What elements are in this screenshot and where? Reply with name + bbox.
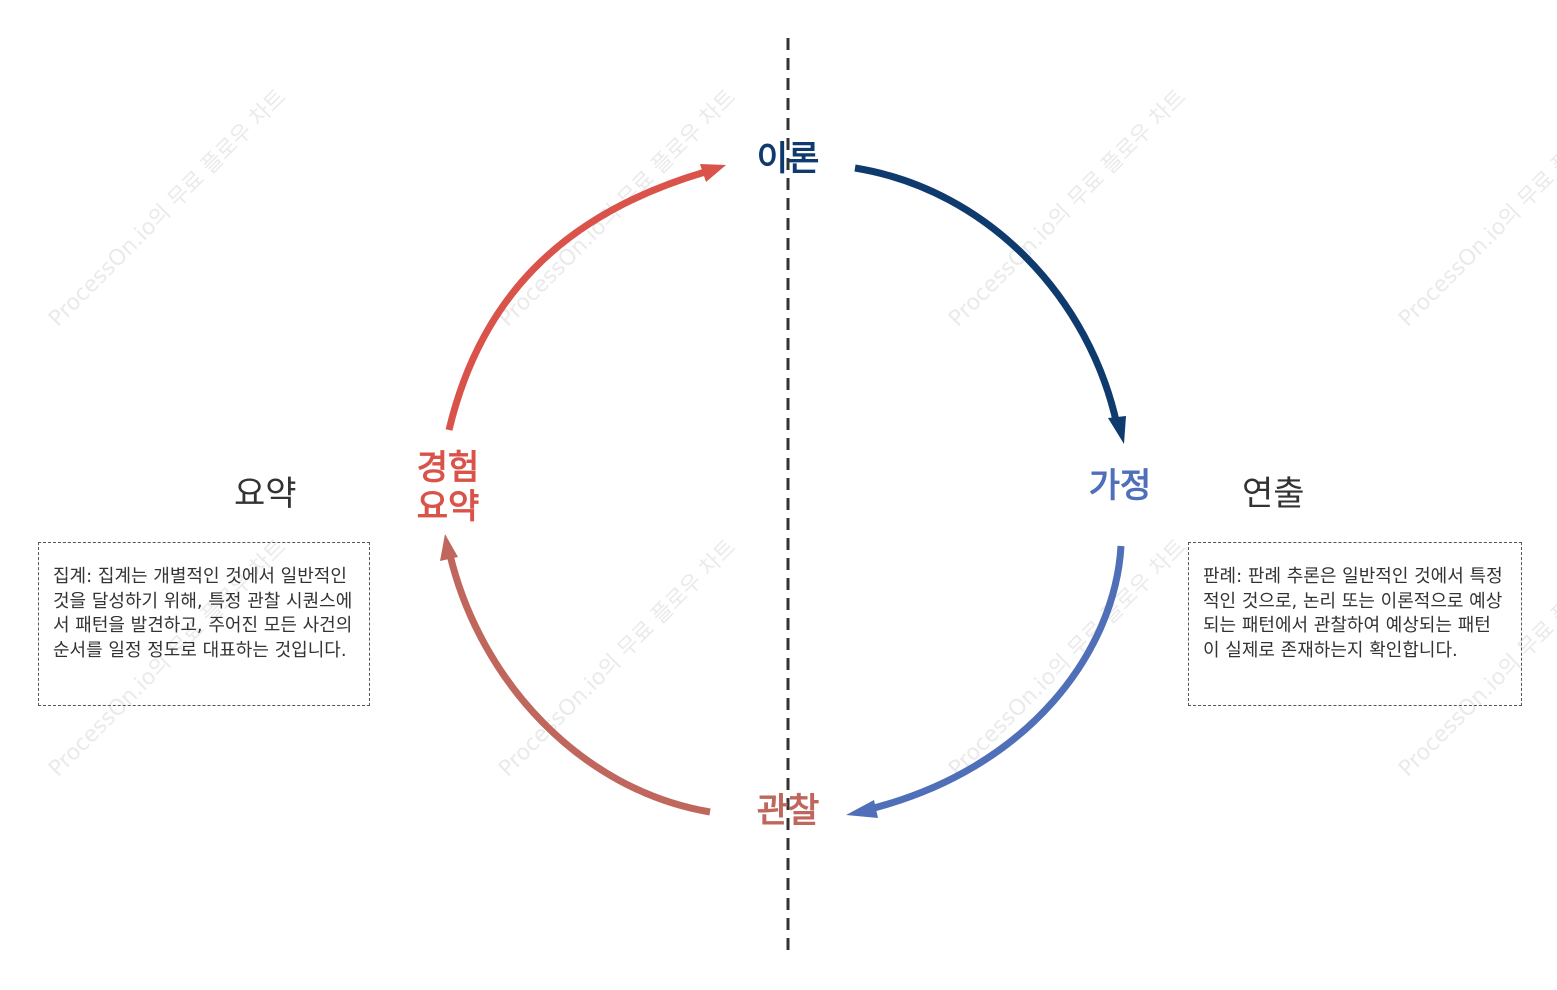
experience-to-theory-arrowhead bbox=[700, 164, 726, 182]
description-box-right: 판례: 판례 추론은 일반적인 것에서 특정적인 것으로, 논리 또는 이론적으… bbox=[1188, 542, 1522, 706]
node-experience-summary-line2: 요약 bbox=[416, 487, 480, 528]
observation-to-experience-arrowhead bbox=[440, 534, 458, 561]
observation-to-experience-arrow bbox=[446, 554, 711, 816]
node-observation: 관찰 bbox=[756, 791, 820, 831]
description-box-left: 집계: 집계는 개별적인 것에서 일반적인 것을 달성하기 위해, 특정 관찰 … bbox=[38, 542, 370, 706]
hypothesis-to-observation-arrowhead bbox=[846, 800, 878, 818]
node-theory: 이론 bbox=[756, 139, 820, 179]
side-title-left: 요약 bbox=[234, 474, 297, 514]
node-hypothesis: 가정 bbox=[1088, 466, 1152, 506]
side-title-right: 연출 bbox=[1242, 474, 1305, 514]
experience-to-theory-arrow bbox=[445, 168, 706, 431]
theory-to-hypothesis-arrowhead bbox=[1108, 416, 1126, 444]
node-experience-summary-line1: 경험 bbox=[416, 448, 480, 488]
theory-to-hypothesis-arrow bbox=[854, 164, 1121, 426]
node-experience-summary: 경험 요약 bbox=[398, 448, 498, 528]
hypothesis-to-observation-arrow bbox=[865, 545, 1125, 814]
